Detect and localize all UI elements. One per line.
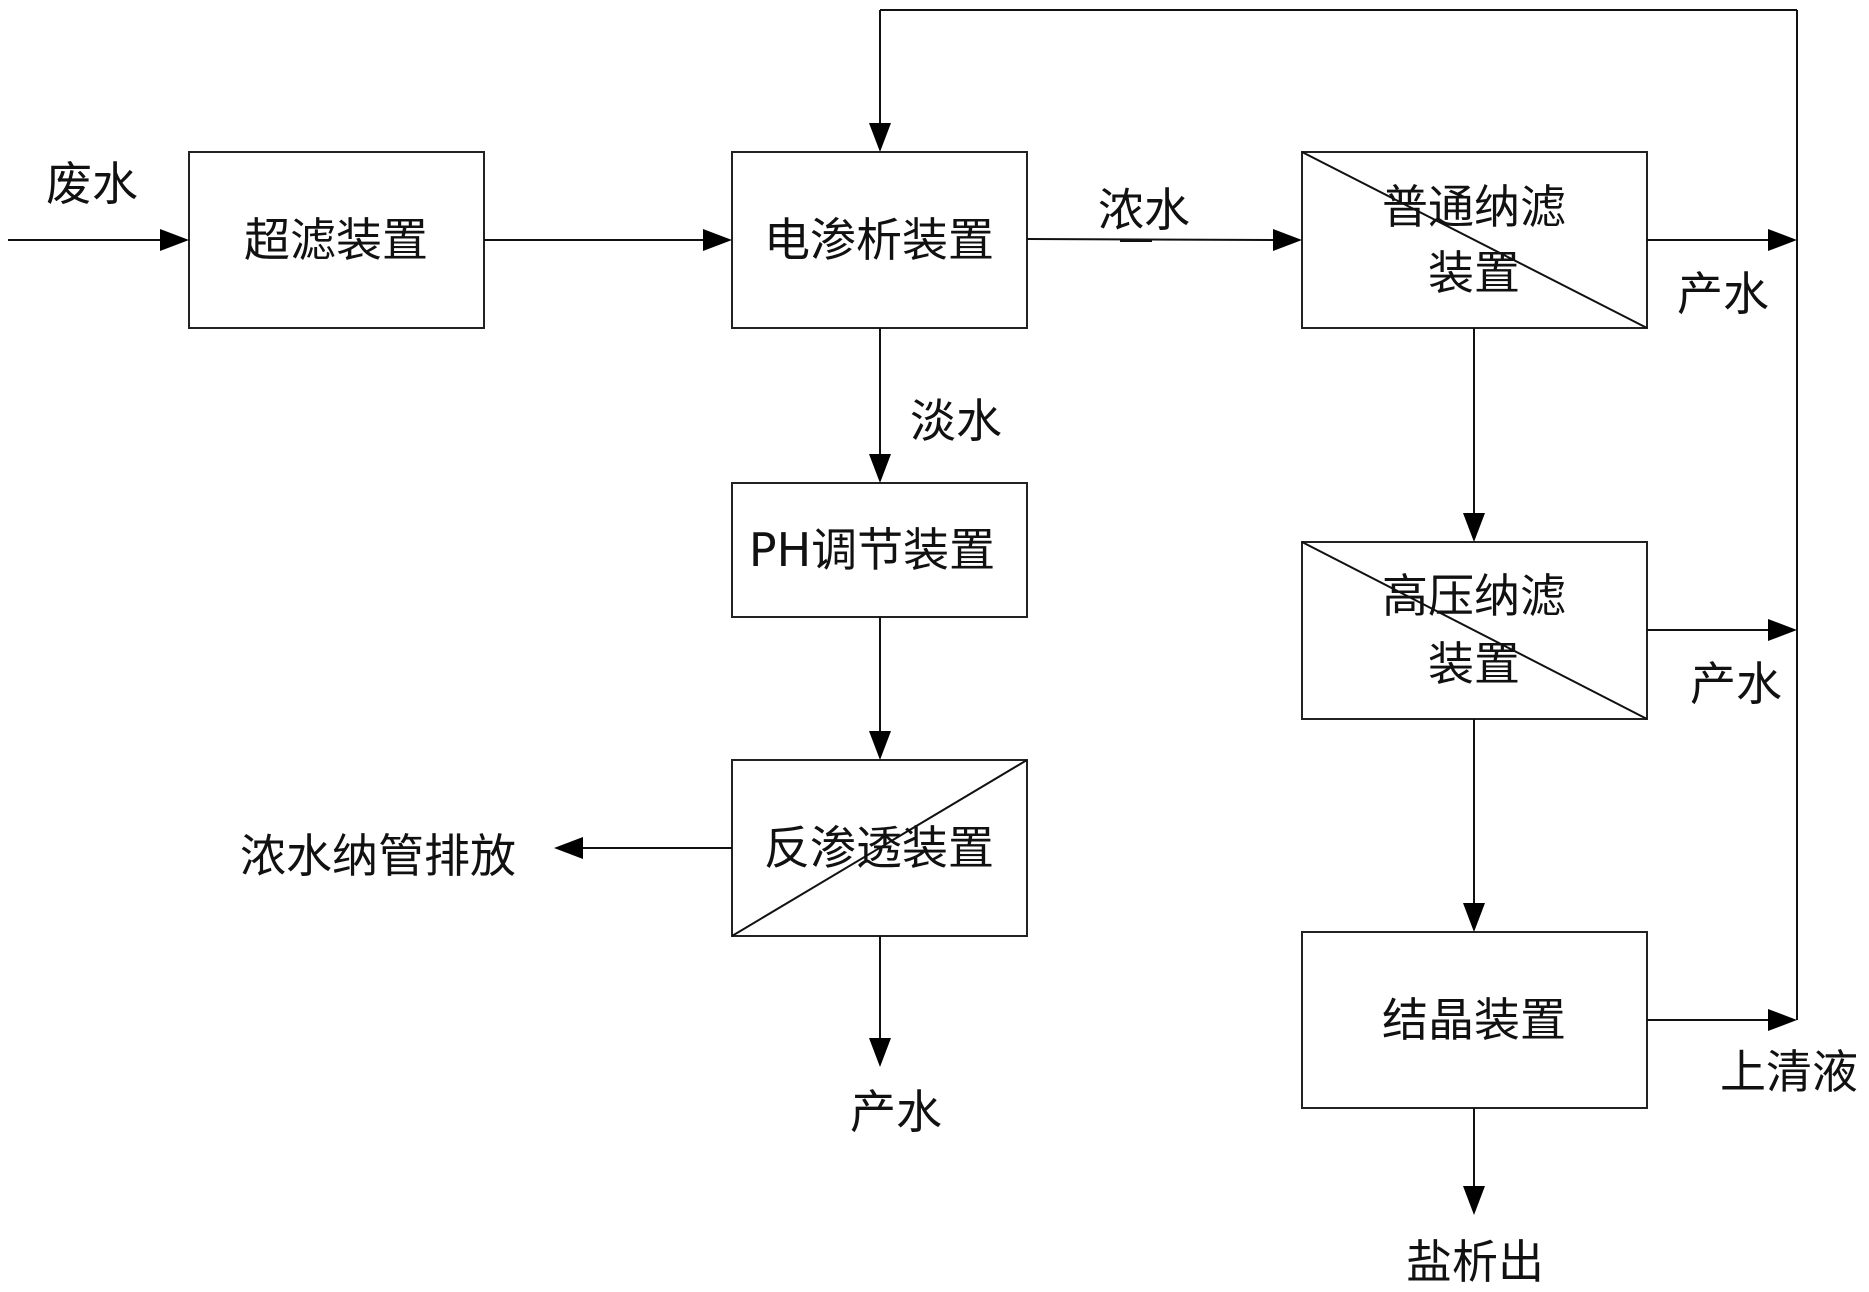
- arrow-supernatant-out: [1647, 1009, 1797, 1031]
- arrow-recycle-to-ed: [869, 9, 1798, 1020]
- node-electrodialysis-label: 电渗析装置: [764, 213, 994, 267]
- node-reverse-osmosis: 反渗透装置: [731, 759, 1028, 937]
- node-ultrafiltration: 超滤装置: [188, 151, 485, 329]
- arrow-nf2-to-crystallizer: [1463, 719, 1485, 932]
- arrow-ro-concentrate-out: [554, 837, 732, 859]
- node-highpressure-nanofiltration: 高压纳滤 装置: [1301, 541, 1648, 720]
- arrow-nf1-product-out: [1647, 229, 1797, 251]
- membrane-diagonal: [1301, 151, 1648, 329]
- membrane-diagonal: [731, 759, 1028, 937]
- label-supernatant: 上清液: [1720, 1045, 1858, 1099]
- node-highpressure-nanofiltration-label-1: 高压纳滤: [1382, 569, 1566, 623]
- node-ultrafiltration-label: 超滤装置: [244, 213, 428, 267]
- arrow-nf1-to-nf2: [1463, 328, 1485, 542]
- label-nf1-product-water: 产水: [1677, 267, 1769, 321]
- node-reverse-osmosis-label: 反渗透装置: [764, 821, 994, 875]
- arrow-wastewater-in: [8, 229, 189, 251]
- arrow-ed-to-ph: [869, 328, 891, 483]
- arrow-nf2-product-out: [1647, 619, 1797, 641]
- node-normal-nanofiltration-label-2: 装置: [1428, 246, 1520, 300]
- arrow-ed-to-normal-nf: [1026, 229, 1302, 251]
- membrane-diagonal: [1301, 541, 1648, 720]
- label-nf2-product-water: 产水: [1690, 657, 1782, 711]
- node-electrodialysis: 电渗析装置: [731, 151, 1028, 329]
- label-wastewater: 废水: [46, 157, 138, 211]
- arrow-ph-to-ro: [869, 617, 891, 760]
- node-ph-adjust: PH调节装置: [731, 482, 1028, 618]
- node-normal-nanofiltration-label-1: 普通纳滤: [1382, 180, 1566, 234]
- node-normal-nanofiltration: 普通纳滤 装置: [1301, 151, 1648, 329]
- label-salt-out: 盐析出: [1406, 1235, 1544, 1289]
- label-ro-concentrate-discharge: 浓水纳管排放: [240, 829, 516, 883]
- label-concentrate: 浓水: [1098, 183, 1190, 237]
- node-crystallizer: 结晶装置: [1301, 931, 1648, 1109]
- label-dilute: 淡水: [910, 394, 1002, 448]
- node-crystallizer-label: 结晶装置: [1382, 993, 1566, 1047]
- arrow-ro-product-out: [869, 936, 891, 1067]
- arrow-salt-out: [1463, 1108, 1485, 1215]
- node-ph-adjust-label: PH调节装置: [749, 523, 995, 577]
- node-highpressure-nanofiltration-label-2: 装置: [1428, 637, 1520, 691]
- label-ro-product-water: 产水: [850, 1085, 942, 1139]
- arrow-uf-to-ed: [484, 229, 732, 251]
